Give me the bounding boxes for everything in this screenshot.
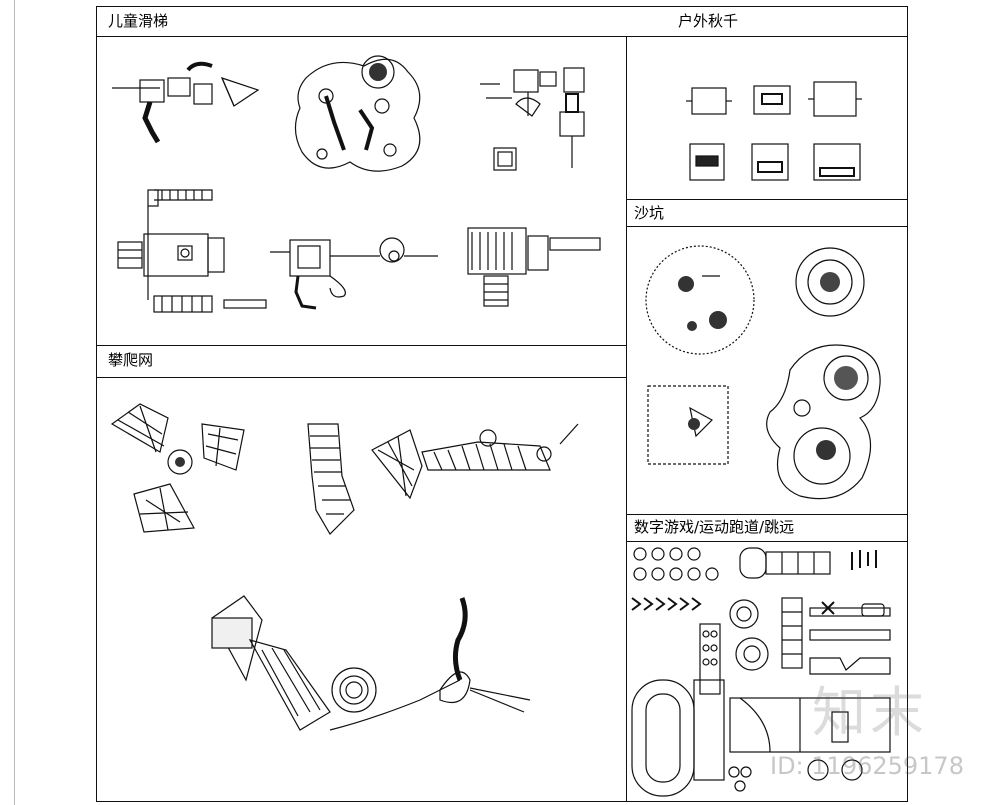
divider-right-1 (626, 199, 908, 200)
slide-plan-4 (117, 189, 267, 313)
sandpit-plans (645, 245, 881, 500)
section-title-swings: 户外秋千 (678, 12, 739, 30)
watermark-brand: 知末 (812, 681, 928, 744)
climbing-net-plan-4 (211, 595, 531, 731)
slide-plan-3 (480, 67, 585, 171)
divider-center (626, 36, 627, 802)
slide-plan-6 (467, 227, 601, 307)
divider-right-3 (626, 514, 908, 515)
watermark-id: ID: 1196259178 (770, 752, 964, 780)
climbing-net-plan-2 (307, 423, 355, 535)
divider-title-row (96, 36, 908, 37)
section-title-climbing-net: 攀爬网 (108, 351, 154, 369)
slide-plan-2 (294, 55, 421, 172)
section-title-slides: 儿童滑梯 (108, 12, 169, 30)
slide-plan-1 (112, 61, 260, 144)
divider-left-lower (96, 345, 626, 346)
divider-right-4 (626, 541, 908, 542)
section-title-sandpit: 沙坑 (634, 204, 665, 222)
page-left-edge (14, 0, 15, 805)
swing-plans (686, 81, 862, 181)
divider-right-2 (626, 226, 908, 227)
climbing-net-plan-1 (110, 403, 245, 533)
slide-plan-5 (270, 237, 438, 310)
climbing-net-plan-3 (371, 423, 579, 500)
section-title-digital-games: 数字游戏/运动跑道/跳远 (634, 518, 795, 536)
digital-game-plans (631, 547, 891, 797)
drawing-frame (96, 6, 908, 802)
divider-left-lower-2 (96, 377, 626, 378)
